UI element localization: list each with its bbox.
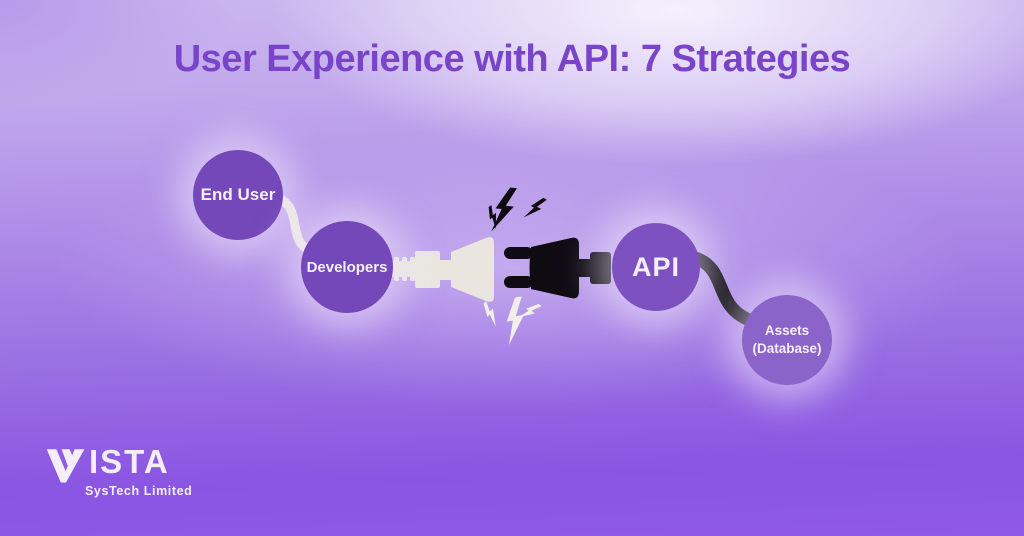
- black-plug-icon: [504, 237, 611, 299]
- vista-v-mark-icon: [46, 449, 85, 483]
- node-developers: Developers: [301, 221, 393, 313]
- node-label: Assets: [764, 322, 810, 338]
- black-lightning-bolts-icon: [483, 186, 547, 234]
- node-api: API: [612, 223, 700, 311]
- node-label: API: [631, 251, 680, 282]
- brand-wordmark: ISTA: [89, 443, 170, 480]
- node-sublabel: (Database): [752, 341, 822, 356]
- node-end-user: End User: [193, 150, 283, 240]
- white-socket-connector-icon: [392, 237, 494, 302]
- white-lightning-bolts-icon: [478, 296, 542, 346]
- brand-logo: ISTA SysTech Limited: [45, 442, 192, 498]
- node-label: Developers: [306, 258, 388, 276]
- node-assets-database: Assets (Database): [742, 295, 832, 385]
- page-title: User Experience with API: 7 Strategies: [173, 38, 851, 80]
- cord-api-assets: [688, 251, 754, 326]
- node-label: End User: [200, 185, 276, 204]
- brand-tagline: SysTech Limited: [85, 484, 193, 498]
